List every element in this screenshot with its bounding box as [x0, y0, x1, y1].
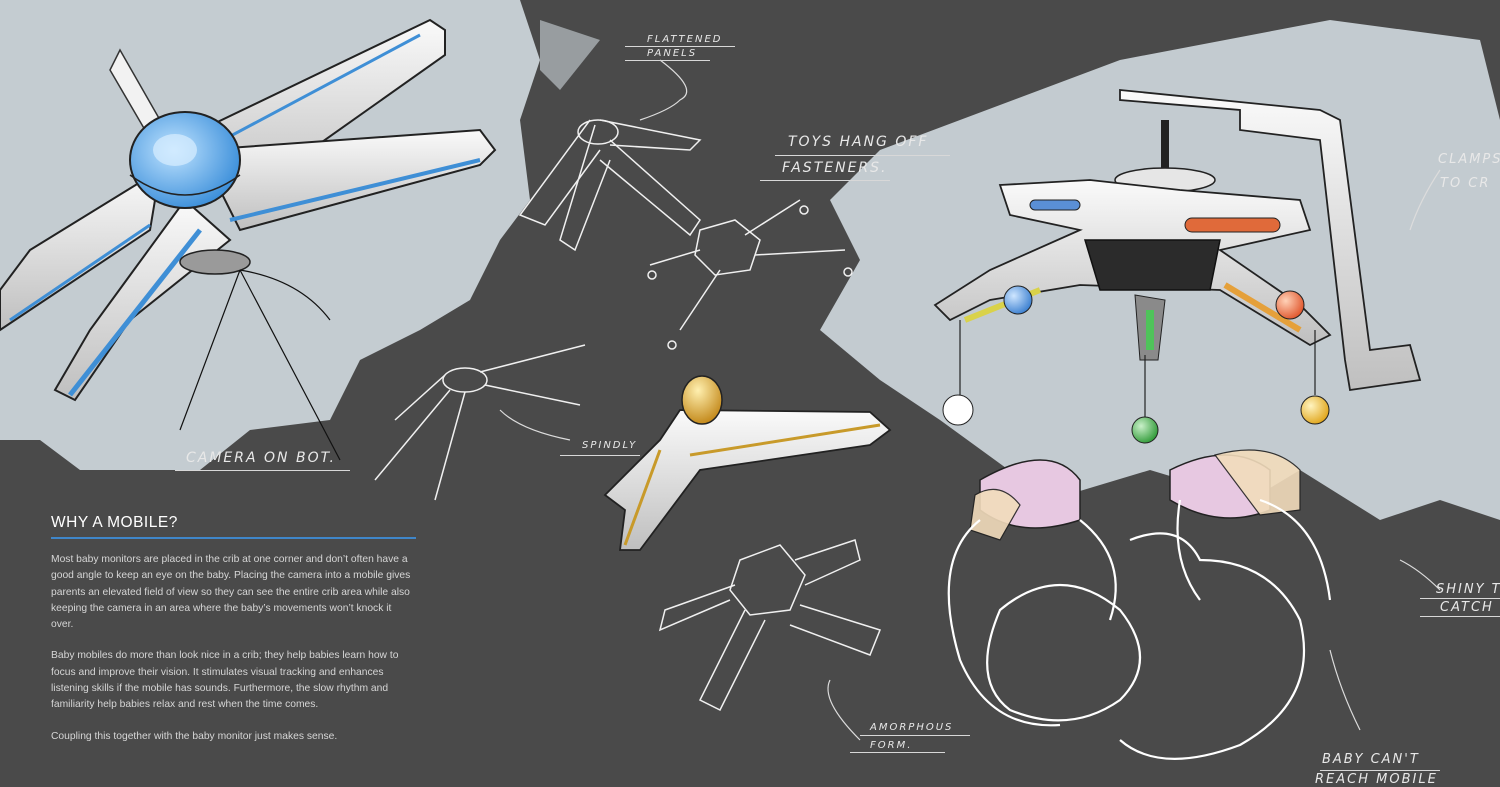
marker-wash-left — [0, 0, 540, 470]
annotation-underline — [1320, 770, 1440, 771]
annotation-shiny: Shiny To — [1436, 582, 1500, 597]
camera-bot-rendering — [0, 18, 497, 402]
paragraph-mobile-benefits: Baby mobiles do more than look nice in a… — [51, 650, 399, 711]
annotation-flattened: Flattened — [647, 34, 723, 45]
annotation-underline — [625, 60, 710, 61]
annotation-reach-mobile: Reach Mobile — [1315, 772, 1438, 787]
annotation-baby-cant: Baby can't — [1322, 752, 1420, 767]
annotation-underline — [860, 735, 970, 736]
annotation-panels: Panels — [647, 48, 698, 59]
annotation-clamps: Clamps — [1438, 152, 1500, 167]
marker-wash-left-streak — [540, 20, 600, 90]
paragraph-camera-placement: Most baby monitors are placed in the cri… — [51, 554, 411, 631]
annotation-underline — [1420, 616, 1500, 617]
annotation-arrows — [499, 59, 1441, 741]
annotation-underline — [560, 455, 640, 456]
annotation-underline — [850, 752, 945, 753]
sketch-hex-hub — [647, 199, 853, 350]
sketch-spindly — [374, 344, 586, 501]
annotation-underline — [625, 46, 735, 47]
baby-sketch — [969, 449, 1301, 541]
annotation-spindly: Spindly — [582, 440, 638, 451]
annotation-underline — [1420, 598, 1500, 599]
crib-mobile-rendering — [933, 89, 1422, 444]
gold-dome-rendering — [603, 375, 892, 551]
annotation-camera-on-bot: Camera on Bot. — [186, 450, 336, 466]
annotation-to-crib: to Cr — [1440, 176, 1491, 191]
annotation-catch: Catch R — [1440, 600, 1500, 615]
annotation-toys-hang: Toys hang off — [788, 134, 929, 150]
annotation-underline — [175, 470, 350, 471]
sketch-flattened-panels — [518, 119, 702, 252]
sketch-amorphous — [658, 539, 881, 712]
annotation-amorphous: Amorphous — [870, 722, 954, 733]
annotation-form: Form. — [870, 740, 913, 751]
section-heading: WHY A MOBILE? — [51, 514, 416, 539]
article-panel: WHY A MOBILE? Most baby monitors are pla… — [51, 514, 416, 760]
paragraph-conclusion: Coupling this together with the baby mon… — [51, 730, 338, 742]
annotation-fasteners: Fasteners. — [782, 160, 888, 176]
baby-outline — [947, 498, 1332, 760]
annotation-underline — [775, 155, 950, 156]
annotation-underline — [760, 180, 890, 181]
